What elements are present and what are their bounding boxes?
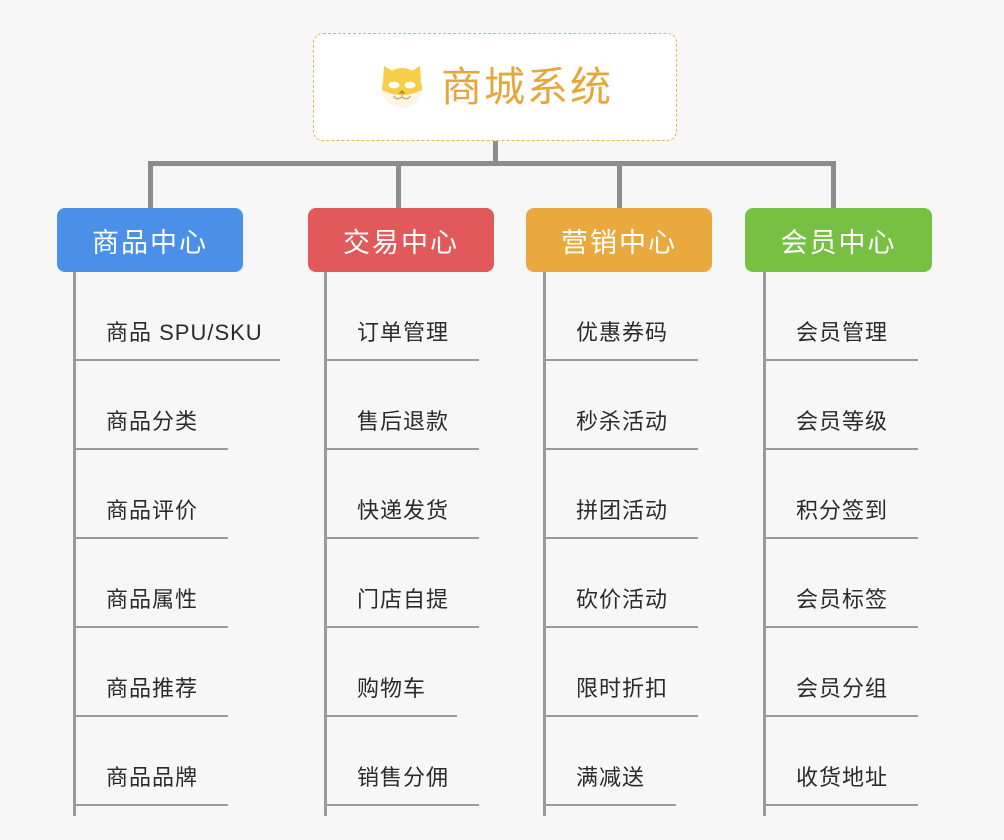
column-spine <box>73 272 76 816</box>
leaf-underline <box>327 715 457 717</box>
leaf-underline <box>766 626 918 628</box>
branch-drop-connector-3 <box>617 161 622 208</box>
branch-card-label: 交易中心 <box>343 227 459 258</box>
branch-card-label: 商品中心 <box>92 227 208 258</box>
leaf-underline <box>327 448 479 450</box>
leaf-underline <box>546 804 676 806</box>
leaf-underline <box>546 448 698 450</box>
leaf-underline <box>546 626 698 628</box>
leaf-underline <box>76 715 228 717</box>
leaf-label: 会员分组 <box>796 676 889 701</box>
root-title: 商城系统 <box>441 63 613 110</box>
branch-drop-connector-2 <box>396 161 401 208</box>
leaf-label: 商品评价 <box>106 498 199 523</box>
leaf-underline <box>766 715 918 717</box>
leaf-underline <box>76 537 228 539</box>
leaf-label: 会员管理 <box>796 320 889 345</box>
leaf-underline <box>546 359 698 361</box>
leaf-underline <box>76 626 228 628</box>
column-spine <box>543 272 546 816</box>
leaf-underline <box>76 359 280 361</box>
leaf-underline <box>766 537 918 539</box>
leaf-underline <box>76 804 228 806</box>
leaf-label: 满减送 <box>576 765 646 790</box>
leaf-label: 订单管理 <box>357 320 450 345</box>
leaf-label: 优惠券码 <box>576 320 669 345</box>
branch-card-label: 营销中心 <box>561 227 677 258</box>
leaf-label: 秒杀活动 <box>576 409 669 434</box>
column-spine <box>763 272 766 816</box>
leaf-underline <box>327 626 479 628</box>
leaf-label: 砍价活动 <box>576 587 669 612</box>
branch-card-marketing-center[interactable]: 营销中心 <box>526 208 712 272</box>
branch-card-trade-center[interactable]: 交易中心 <box>308 208 494 272</box>
leaf-label: 会员标签 <box>796 587 889 612</box>
leaf-label: 限时折扣 <box>576 676 669 701</box>
leaf-label: 商品属性 <box>106 587 199 612</box>
leaf-label: 门店自提 <box>357 587 450 612</box>
leaf-underline <box>76 448 228 450</box>
leaf-underline <box>327 537 479 539</box>
branch-card-label: 会员中心 <box>780 227 897 258</box>
leaf-label: 商品品牌 <box>106 765 199 790</box>
leaf-underline <box>327 359 479 361</box>
leaf-label: 积分签到 <box>796 498 889 523</box>
leaf-label: 会员等级 <box>796 409 889 434</box>
leaf-underline <box>766 359 918 361</box>
shiba-dog-icon <box>377 62 427 112</box>
root-node[interactable]: 商城系统 <box>313 33 677 141</box>
branch-card-product-center[interactable]: 商品中心 <box>57 208 243 272</box>
branch-drop-connector-1 <box>148 161 153 208</box>
root-stem-connector <box>493 141 498 165</box>
leaf-label: 销售分佣 <box>357 765 450 790</box>
leaf-underline <box>546 537 698 539</box>
leaf-label: 售后退款 <box>357 409 450 434</box>
leaf-underline <box>766 448 918 450</box>
branch-drop-connector-4 <box>831 161 836 208</box>
leaf-underline <box>327 804 479 806</box>
leaf-label: 快递发货 <box>357 498 450 523</box>
branch-card-member-center[interactable]: 会员中心 <box>745 208 932 272</box>
column-spine <box>324 272 327 816</box>
leaf-label: 商品推荐 <box>106 676 199 701</box>
leaf-underline <box>546 715 698 717</box>
leaf-label: 收货地址 <box>796 765 889 790</box>
leaf-label: 商品 SPU/SKU <box>106 320 263 345</box>
leaf-underline <box>766 804 918 806</box>
leaf-label: 购物车 <box>357 676 427 701</box>
leaf-label: 拼团活动 <box>576 498 669 523</box>
trunk-bar-connector <box>148 161 836 166</box>
leaf-label: 商品分类 <box>106 409 199 434</box>
